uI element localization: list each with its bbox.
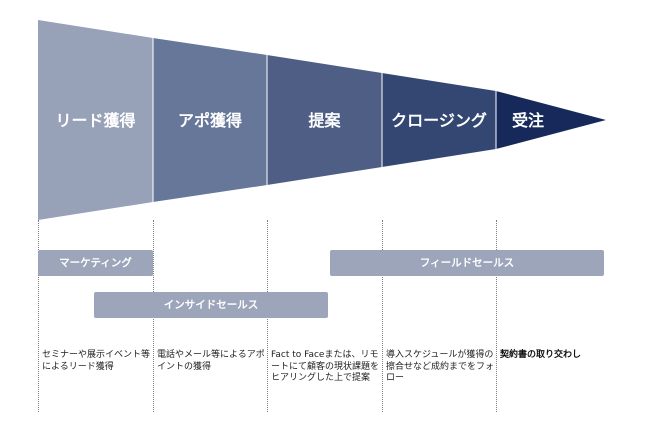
funnel-stage-order [496, 91, 606, 149]
column-divider [38, 220, 39, 412]
stage-label-appointment: アポ獲得 [177, 111, 242, 130]
description-closing: 導入スケジュールが獲得の擦合せなど成約までをフォロー [386, 350, 495, 383]
column-divider [382, 220, 383, 412]
column-divider [496, 220, 497, 412]
sales-funnel [38, 20, 606, 220]
stage-label-lead: リード獲得 [55, 111, 136, 130]
funnel-stage-proposal [267, 55, 382, 185]
stage-label-order: 受注 [511, 111, 544, 130]
team-bar-inside-sales: インサイドセールス [94, 292, 328, 318]
description-appointment: 電話やメール等によるアポイントの獲得 [157, 350, 265, 372]
stage-label-proposal: 提案 [308, 111, 341, 130]
team-bar-field-sales: フィールドセールス [330, 250, 604, 276]
description-lead: セミナーや展示イベント等によるリード獲得 [42, 350, 151, 372]
stage-label-closing: クロージング [391, 111, 487, 130]
description-order: 契約書の取り交わし [500, 350, 582, 360]
funnel-stage-closing [382, 73, 496, 167]
description-proposal: Fact to Faceまたは、リモートにて顧客の現状課題をヒアリングした上で提… [271, 350, 380, 383]
team-bar-marketing: マーケティング [38, 250, 153, 276]
funnel-stage-appointment [153, 38, 267, 202]
funnel-stage-lead [38, 20, 153, 220]
